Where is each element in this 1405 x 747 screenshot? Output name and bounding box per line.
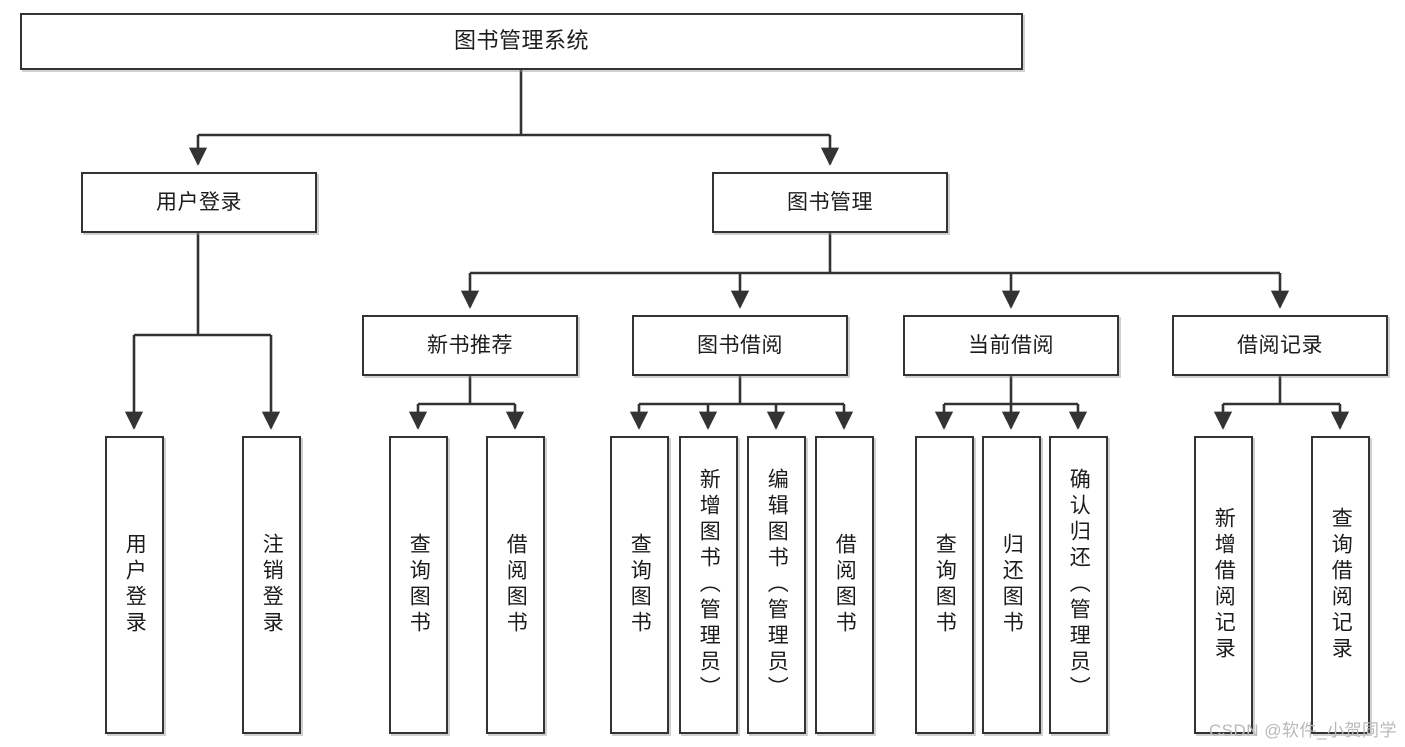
node-leaf-search-book-2-label: 查询图书 <box>628 533 652 637</box>
node-leaf-search-borrow-record[interactable]: 查询借阅记录 <box>1311 436 1370 734</box>
node-leaf-confirm-return-admin[interactable]: 确认归还（管理员） <box>1049 436 1108 734</box>
node-leaf-confirm-return-admin-label: 确认归还（管理员） <box>1067 468 1091 702</box>
node-leaf-search-book-1[interactable]: 查询图书 <box>389 436 448 734</box>
node-new-book-recommend-label: 新书推荐 <box>427 333 513 357</box>
node-leaf-search-book-3-label: 查询图书 <box>933 533 957 637</box>
node-root-label: 图书管理系统 <box>453 28 589 54</box>
node-book-management-label: 图书管理 <box>787 190 873 214</box>
node-new-book-recommend[interactable]: 新书推荐 <box>362 315 578 376</box>
node-root[interactable]: 图书管理系统 <box>20 13 1023 70</box>
node-borrow-records[interactable]: 借阅记录 <box>1172 315 1388 376</box>
node-leaf-add-borrow-record-label: 新增借阅记录 <box>1212 507 1236 663</box>
node-leaf-borrow-book-1[interactable]: 借阅图书 <box>486 436 545 734</box>
node-leaf-search-book-1-label: 查询图书 <box>407 533 431 637</box>
node-current-borrow[interactable]: 当前借阅 <box>903 315 1119 376</box>
node-leaf-return-book-label: 归还图书 <box>1000 533 1024 637</box>
node-leaf-borrow-book-2-label: 借阅图书 <box>833 533 857 637</box>
node-leaf-edit-book-admin-label: 编辑图书（管理员） <box>765 468 789 702</box>
node-book-management[interactable]: 图书管理 <box>712 172 948 233</box>
node-leaf-edit-book-admin[interactable]: 编辑图书（管理员） <box>747 436 806 734</box>
node-leaf-search-borrow-record-label: 查询借阅记录 <box>1329 507 1353 663</box>
node-leaf-user-login[interactable]: 用户登录 <box>105 436 164 734</box>
node-leaf-add-borrow-record[interactable]: 新增借阅记录 <box>1194 436 1253 734</box>
node-leaf-add-book-admin-label: 新增图书（管理员） <box>697 468 721 702</box>
node-user-login[interactable]: 用户登录 <box>81 172 317 233</box>
node-leaf-user-login-label: 用户登录 <box>123 533 147 637</box>
node-user-login-label: 用户登录 <box>156 190 242 214</box>
node-leaf-return-book[interactable]: 归还图书 <box>982 436 1041 734</box>
watermark-text: CSDN @软件_小贺同学 <box>1208 721 1397 740</box>
node-leaf-logout[interactable]: 注销登录 <box>242 436 301 734</box>
node-leaf-borrow-book-2[interactable]: 借阅图书 <box>815 436 874 734</box>
node-leaf-search-book-3[interactable]: 查询图书 <box>915 436 974 734</box>
node-leaf-search-book-2[interactable]: 查询图书 <box>610 436 669 734</box>
node-leaf-borrow-book-1-label: 借阅图书 <box>504 533 528 637</box>
node-borrow-records-label: 借阅记录 <box>1237 333 1323 357</box>
node-current-borrow-label: 当前借阅 <box>968 333 1054 357</box>
node-leaf-add-book-admin[interactable]: 新增图书（管理员） <box>679 436 738 734</box>
node-leaf-logout-label: 注销登录 <box>260 533 284 637</box>
node-book-borrow[interactable]: 图书借阅 <box>632 315 848 376</box>
node-book-borrow-label: 图书借阅 <box>697 333 783 357</box>
